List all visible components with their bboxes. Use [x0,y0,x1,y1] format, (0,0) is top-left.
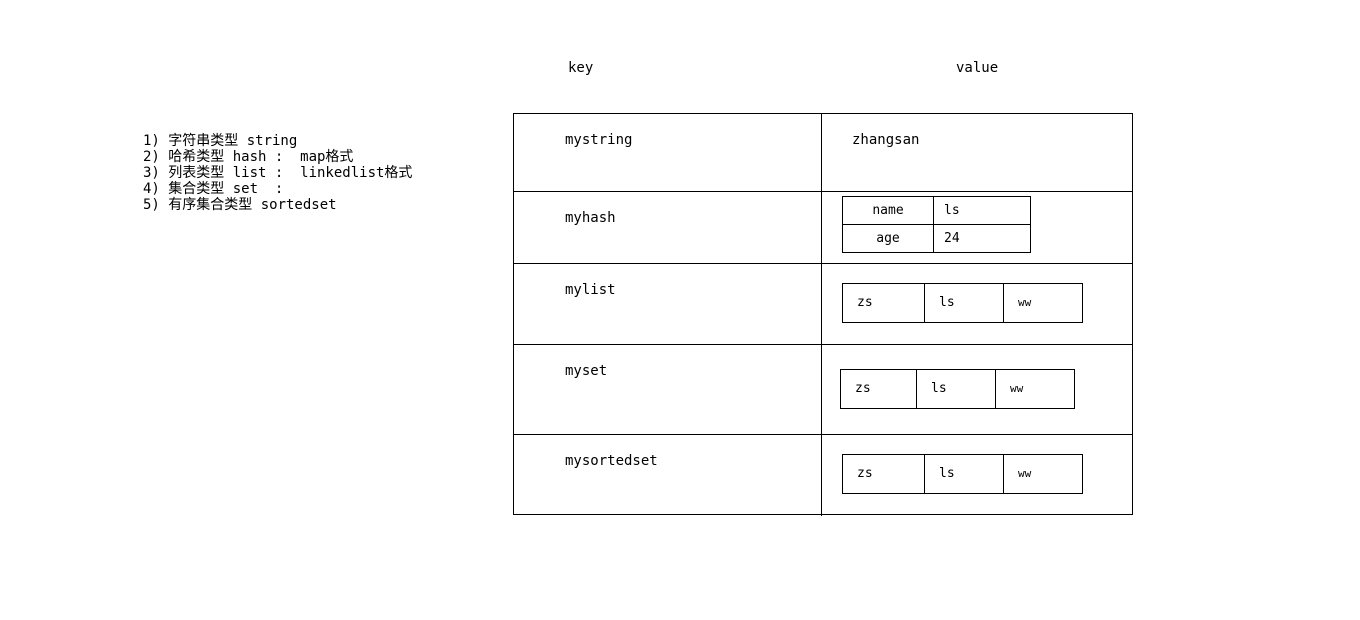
hash-field-age: age [842,224,934,253]
sortedset-item-2: ww [1003,454,1083,494]
note-line-sortedset: 5) 有序集合类型 sortedset [143,197,337,213]
table-cell-value: zhangsan [822,114,1132,191]
table-cell-key: myset [514,345,822,434]
list-item-1: ls [924,283,1004,323]
sortedset-item-1: ls [924,454,1004,494]
nested-hash-table: name ls age 24 [842,196,1031,253]
nested-sortedset-table: zs ls ww [842,454,1083,494]
hash-entry-row: name ls [842,196,1031,225]
nested-list-table: zs ls ww [842,283,1083,323]
redis-type-notes-list: 1) 字符串类型 string 2) 哈希类型 hash : map格式 3) … [143,133,473,213]
table-row: myhash name ls age 24 [514,192,1132,264]
table-row: mysortedset zs ls ww [514,435,1132,516]
table-row: mystring zhangsan [514,114,1132,192]
table-cell-value: zs ls ww [822,345,1132,434]
key-value-table: mystring zhangsan myhash name ls age 24 [513,113,1133,516]
table-cell-key: myhash [514,192,822,263]
table-row: myset zs ls ww [514,345,1132,435]
table-cell-key: mystring [514,114,822,191]
value-string-zhangsan: zhangsan [852,132,920,148]
hash-entry-row: age 24 [842,224,1031,253]
table-cell-key: mylist [514,264,822,344]
table-cell-value: zs ls ww [822,264,1132,344]
set-item-2: ww [995,369,1075,409]
column-header-key: key [568,60,594,76]
key-label-mystring: mystring [565,132,633,148]
set-item-0: zs [840,369,917,409]
hash-value-name: ls [933,196,1031,225]
set-item-1: ls [916,369,996,409]
set-items-row: zs ls ww [840,369,1075,409]
key-label-myhash: myhash [565,210,616,226]
list-item-0: zs [842,283,925,323]
note-line-hash: 2) 哈希类型 hash : map格式 [143,149,354,165]
hash-field-name: name [842,196,934,225]
table-cell-key: mysortedset [514,435,822,516]
nested-set-table: zs ls ww [840,369,1075,409]
key-label-myset: myset [565,363,608,379]
list-item-2: ww [1003,283,1083,323]
table-row: mylist zs ls ww [514,264,1132,345]
sortedset-item-0: zs [842,454,925,494]
list-items-row: zs ls ww [842,283,1083,323]
key-label-mysortedset: mysortedset [565,453,658,469]
note-line-set: 4) 集合类型 set : [143,181,284,197]
key-label-mylist: mylist [565,282,616,298]
table-cell-value: name ls age 24 [822,192,1132,263]
table-cell-value: zs ls ww [822,435,1132,516]
note-line-string: 1) 字符串类型 string [143,133,298,149]
column-header-value: value [956,60,999,76]
note-line-list: 3) 列表类型 list : linkedlist格式 [143,165,413,181]
hash-value-age: 24 [933,224,1031,253]
sortedset-items-row: zs ls ww [842,454,1083,494]
